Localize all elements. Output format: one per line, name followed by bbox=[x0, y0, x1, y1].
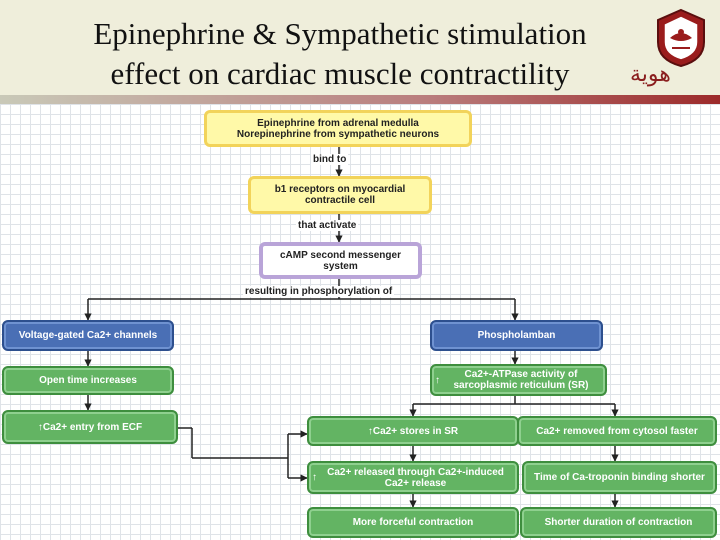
node-norepinephrine-line: Norepinephrine from sympathetic neurons bbox=[236, 128, 440, 140]
node-ca-removed-label: Ca2+ removed from cytosol faster bbox=[536, 425, 698, 437]
connector-label-that-activate: that activate bbox=[296, 220, 359, 231]
connector-label-bind-to: bind to bbox=[311, 154, 349, 165]
up-arrow-icon: ↑ bbox=[435, 374, 440, 386]
node-shorter-label: Shorter duration of contraction bbox=[544, 517, 693, 528]
title-line-1: Epinephrine & Sympathetic stimulation bbox=[93, 16, 587, 51]
node-forceful-label: More forceful contraction bbox=[352, 517, 474, 528]
node-epinephrine: Epinephrine from adrenal medulla Norepin… bbox=[204, 110, 472, 147]
node-b1-receptors: b1 receptors on myocardial contractile c… bbox=[248, 176, 432, 214]
connector-label-resulting: resulting in phosphorylation of bbox=[243, 286, 395, 297]
node-ca-removed: Ca2+ removed from cytosol faster bbox=[517, 416, 717, 446]
up-arrow-icon: ↑ bbox=[367, 425, 373, 437]
node-troponin-binding: Time of Ca-troponin binding shorter bbox=[522, 461, 717, 494]
university-logo-icon bbox=[657, 8, 705, 68]
node-open-time-label: Open time increases bbox=[39, 375, 137, 386]
node-camp: cAMP second messenger system bbox=[259, 242, 422, 279]
logo-arabic-text: هوية bbox=[630, 62, 671, 87]
slide-title: Epinephrine & Sympathetic stimulation ef… bbox=[0, 14, 680, 94]
node-atpase: ↑ Ca2+-ATPase activity of sarcoplasmic re… bbox=[430, 364, 607, 396]
node-ca-stores: ↑Ca2+ stores in SR bbox=[307, 416, 519, 446]
header-divider bbox=[0, 95, 720, 104]
up-arrow-icon: ↑ bbox=[312, 472, 317, 483]
node-ca-entry-label: Ca2+ entry from ECF bbox=[42, 421, 143, 433]
node-atpase-label: Ca2+-ATPase activity of sarcoplasmic ret… bbox=[453, 369, 589, 391]
node-ca-stores-label: Ca2+ stores in SR bbox=[372, 425, 459, 437]
node-troponin-label: Time of Ca-troponin binding shorter bbox=[534, 472, 705, 483]
up-arrow-icon: ↑ bbox=[37, 421, 43, 433]
node-camp-label: cAMP second messenger system bbox=[280, 249, 401, 272]
title-line-2: effect on cardiac muscle contractility bbox=[110, 56, 570, 91]
node-shorter-duration: Shorter duration of contraction bbox=[520, 507, 717, 538]
node-open-time: Open time increases bbox=[2, 366, 174, 395]
title-area: Epinephrine & Sympathetic stimulation ef… bbox=[0, 0, 720, 98]
node-phospholamban-label: Phospholamban bbox=[477, 330, 556, 341]
node-ca-released-label: Ca2+ released through Ca2+-induced Ca2+ … bbox=[327, 466, 504, 489]
node-phospholamban: Phospholamban bbox=[430, 320, 603, 351]
node-epinephrine-line: Epinephrine from adrenal medulla bbox=[257, 117, 419, 129]
node-ca-entry: ↑Ca2+ entry from ECF bbox=[2, 410, 178, 444]
node-forceful-contraction: More forceful contraction bbox=[307, 507, 519, 538]
node-voltage-gated-channels: Voltage-gated Ca2+ channels bbox=[2, 320, 174, 351]
node-voltage-gated-label: Voltage-gated Ca2+ channels bbox=[18, 330, 158, 341]
node-ca-released: ↑ Ca2+ released through Ca2+-induced Ca2+… bbox=[307, 461, 519, 494]
node-b1-receptors-label: b1 receptors on myocardial contractile c… bbox=[274, 184, 406, 206]
